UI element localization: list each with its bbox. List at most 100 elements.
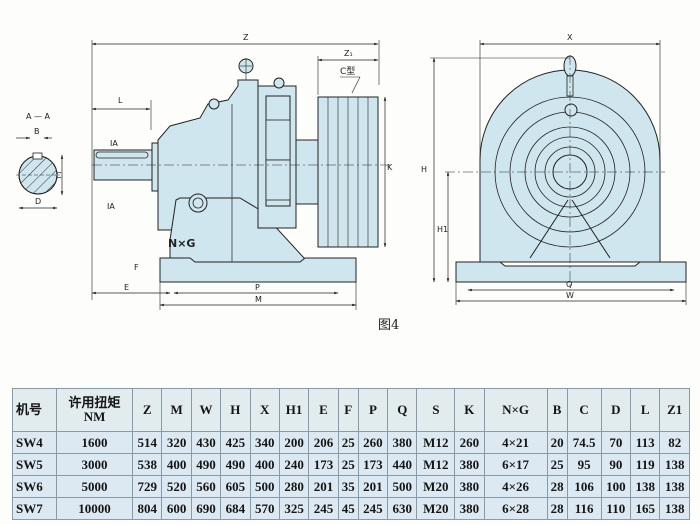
section-label: A — A xyxy=(26,112,51,121)
table-cell: 490 xyxy=(220,453,251,476)
table-cell: 380 xyxy=(454,475,485,498)
table-cell: 20 xyxy=(546,431,568,454)
table-cell: 95 xyxy=(566,453,602,476)
table-cell: 4×21 xyxy=(483,431,548,454)
table-cell: 116 xyxy=(566,497,602,520)
dim-label-f: F xyxy=(134,263,139,272)
dim-label-b: B xyxy=(34,127,40,136)
table-cell: 138 xyxy=(659,453,690,476)
v-belt-pulley xyxy=(317,96,379,248)
table-cell: 514 xyxy=(132,431,163,454)
table-cell: 500 xyxy=(387,475,418,498)
table-cell: 25 xyxy=(337,453,359,476)
table-cell: 74.5 xyxy=(566,431,602,454)
table-cell: 570 xyxy=(249,497,280,520)
col-header-model: 机号 xyxy=(11,388,58,432)
dim-label-k: K xyxy=(387,163,393,172)
dim-label-e: E xyxy=(124,283,129,292)
table-cell: 6×28 xyxy=(483,497,548,520)
col-header: L xyxy=(630,388,661,432)
figure-caption: 图4 xyxy=(378,318,400,333)
col-header: Q xyxy=(387,388,418,432)
engineering-drawing: A — A B C D Z Z₁ C型 L IA IA xyxy=(16,33,687,310)
section-mark-top: IA xyxy=(110,139,118,148)
table-cell: 520 xyxy=(161,475,192,498)
table-cell: 340 xyxy=(249,431,280,454)
front-view: X H H1 Q W xyxy=(421,33,687,305)
col-header: W xyxy=(190,388,222,432)
section-mark-bottom: IA xyxy=(107,202,115,211)
table-cell: 430 xyxy=(190,431,222,454)
table-cell: 630 xyxy=(387,497,418,520)
table-cell: 400 xyxy=(161,453,192,476)
table-cell: 729 xyxy=(132,475,163,498)
table-cell: 165 xyxy=(630,497,661,520)
dim-label-p: P xyxy=(255,283,260,292)
model-cell: SW7 xyxy=(11,497,58,520)
dim-label-d: D xyxy=(35,197,41,206)
table-cell: M12 xyxy=(416,431,456,454)
table-cell: 35 xyxy=(337,475,359,498)
col-header: X xyxy=(249,388,280,432)
table-cell: 201 xyxy=(357,475,389,498)
dim-label-q: Q xyxy=(566,280,572,289)
dim-label-l: L xyxy=(118,96,123,105)
table-cell: 138 xyxy=(630,475,661,498)
table-cell: 425 xyxy=(220,431,251,454)
table-cell: 500 xyxy=(249,475,280,498)
table-cell: 280 xyxy=(278,475,310,498)
dim-label-m: M xyxy=(255,295,262,304)
col-header: S xyxy=(416,388,456,432)
table-cell: 10000 xyxy=(56,497,134,520)
table-cell: 3000 xyxy=(56,453,134,476)
col-header: P xyxy=(357,388,389,432)
torque-header-line1: 许用扭矩 xyxy=(68,395,121,410)
table-cell: 28 xyxy=(546,497,568,520)
table-cell: M20 xyxy=(416,475,456,498)
table-cell: 325 xyxy=(278,497,310,520)
table-cell: 110 xyxy=(600,497,632,520)
table-cell: 25 xyxy=(546,453,568,476)
table-cell: 4×26 xyxy=(483,475,548,498)
col-header: E xyxy=(308,388,339,432)
table-cell: 380 xyxy=(387,431,418,454)
model-cell: SW4 xyxy=(11,431,58,454)
table-cell: 240 xyxy=(278,453,310,476)
table-cell: 113 xyxy=(630,431,661,454)
table-cell: 260 xyxy=(357,431,389,454)
table-cell: 200 xyxy=(278,431,310,454)
col-header: Z1 xyxy=(659,388,690,432)
table-cell: 380 xyxy=(454,453,485,476)
table-cell: 538 xyxy=(132,453,163,476)
table-cell: 138 xyxy=(659,497,690,520)
table-cell: 245 xyxy=(308,497,339,520)
table-cell: 119 xyxy=(630,453,661,476)
table-cell: 5000 xyxy=(56,475,134,498)
table-cell: 560 xyxy=(190,475,222,498)
dim-label-z: Z xyxy=(243,33,249,42)
table-cell: 106 xyxy=(566,475,602,498)
table-cell: 28 xyxy=(546,475,568,498)
table-cell: 605 xyxy=(220,475,251,498)
table-cell: 600 xyxy=(161,497,192,520)
table-cell: 1600 xyxy=(56,431,134,454)
col-header: H xyxy=(220,388,251,432)
dim-label-nxg: N×G xyxy=(168,237,195,250)
table-cell: 490 xyxy=(190,453,222,476)
table-cell: 245 xyxy=(357,497,389,520)
table-cell: M20 xyxy=(416,497,456,520)
table-cell: 201 xyxy=(308,475,339,498)
table-cell: 320 xyxy=(161,431,192,454)
col-header: B xyxy=(546,388,568,432)
model-cell: SW6 xyxy=(11,475,58,498)
dim-label-z1: Z₁ xyxy=(344,49,353,58)
table-cell: 440 xyxy=(387,453,418,476)
col-header: K xyxy=(454,388,485,432)
dim-label-x: X xyxy=(567,33,573,42)
